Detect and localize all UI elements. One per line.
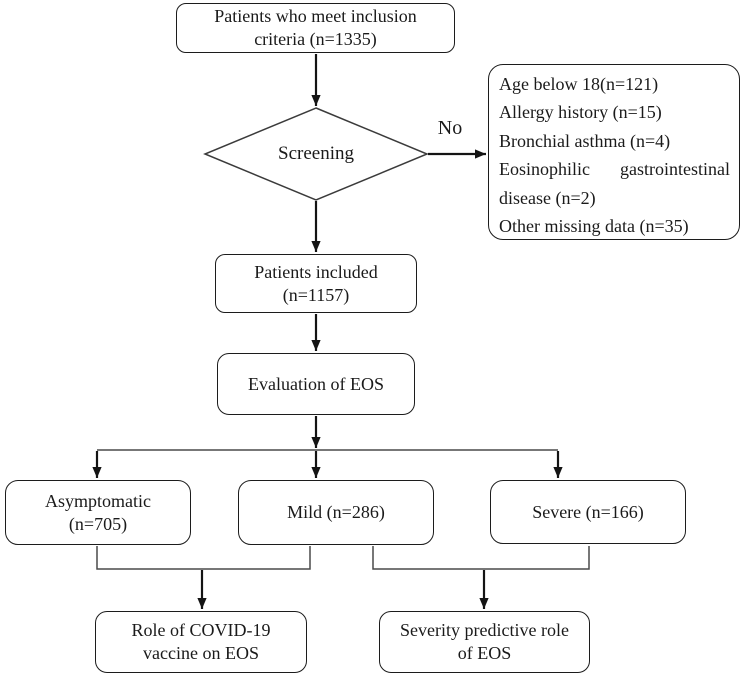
node-inclusion-line1: Patients who meet inclusion [214,6,417,26]
node-vaccine-role: Role of COVID-19 vaccine on EOS [95,611,307,673]
node-exclusion-reasons: Age below 18(n=121) Allergy history (n=1… [488,64,740,240]
node-mild-label: Mild (n=286) [287,502,385,522]
merge-right-connector [372,546,590,570]
node-asymptomatic: Asymptomatic (n=705) [5,480,191,545]
node-severe-label: Severe (n=166) [532,501,644,522]
node-severity-predictive-role: Severity predictive role of EOS [379,611,590,673]
node-asymptomatic-line1: Asymptomatic [45,490,151,511]
node-severity-line2: of EOS [457,643,512,663]
node-evaluation-eos: Evaluation of EOS [217,353,415,415]
exclusion-item: Other missing data (n=35) [499,216,689,237]
node-mild: Mild (n=286) [238,480,434,545]
node-role-line1: Role of COVID-19 [131,620,271,640]
node-severe: Severe (n=166) [490,480,686,544]
screening-label: Screening [278,143,354,164]
node-evaluation-label: Evaluation of EOS [248,373,384,394]
exclusion-item: Bronchial asthma (n=4) [499,130,671,151]
node-asymptomatic-line2: (n=705) [68,513,128,534]
node-inclusion-line2: criteria (n=1335) [254,29,377,49]
node-patients-included: Patients included (n=1157) [215,254,417,313]
exclusion-item: Eosinophilic gastrointestinal disease (n… [499,159,730,208]
node-inclusion-criteria: Patients who meet inclusion criteria (n=… [176,3,455,53]
exclusion-item: Age below 18(n=121) [499,74,659,94]
merge-left-connector [96,546,311,570]
node-severity-line1: Severity predictive role [400,620,569,640]
no-branch-label: No [437,117,463,139]
node-role-line2: vaccine on EOS [143,643,259,663]
screening-diamond [203,107,429,201]
node-included-line1: Patients included [254,261,378,282]
node-included-line2: (n=1157) [282,284,350,305]
exclusion-item: Allergy history (n=15) [499,102,662,123]
